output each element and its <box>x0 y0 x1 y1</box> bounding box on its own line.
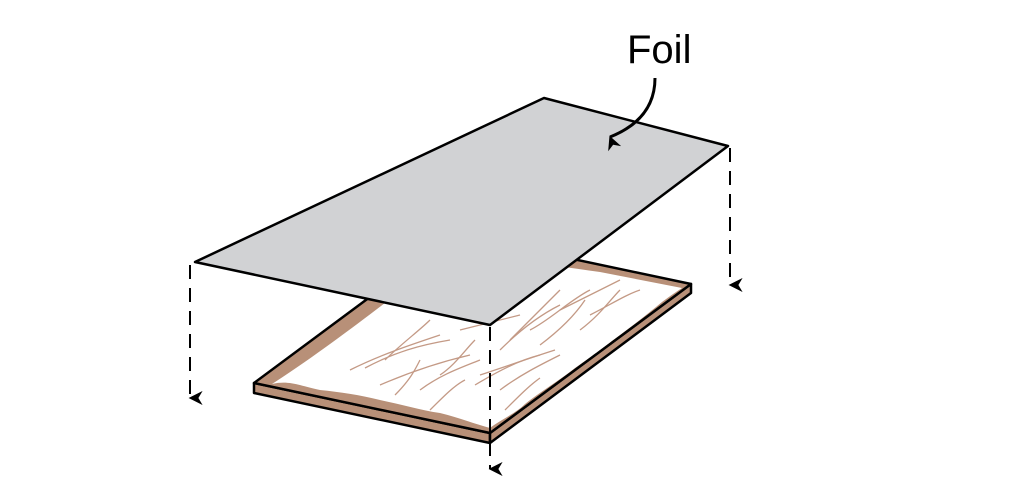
wood-grain <box>349 279 641 411</box>
foil-label: Foil <box>627 28 691 72</box>
foil-sheet <box>193 96 730 327</box>
foil-pointer-arrow <box>608 77 657 152</box>
board-paper-surface <box>272 250 682 428</box>
